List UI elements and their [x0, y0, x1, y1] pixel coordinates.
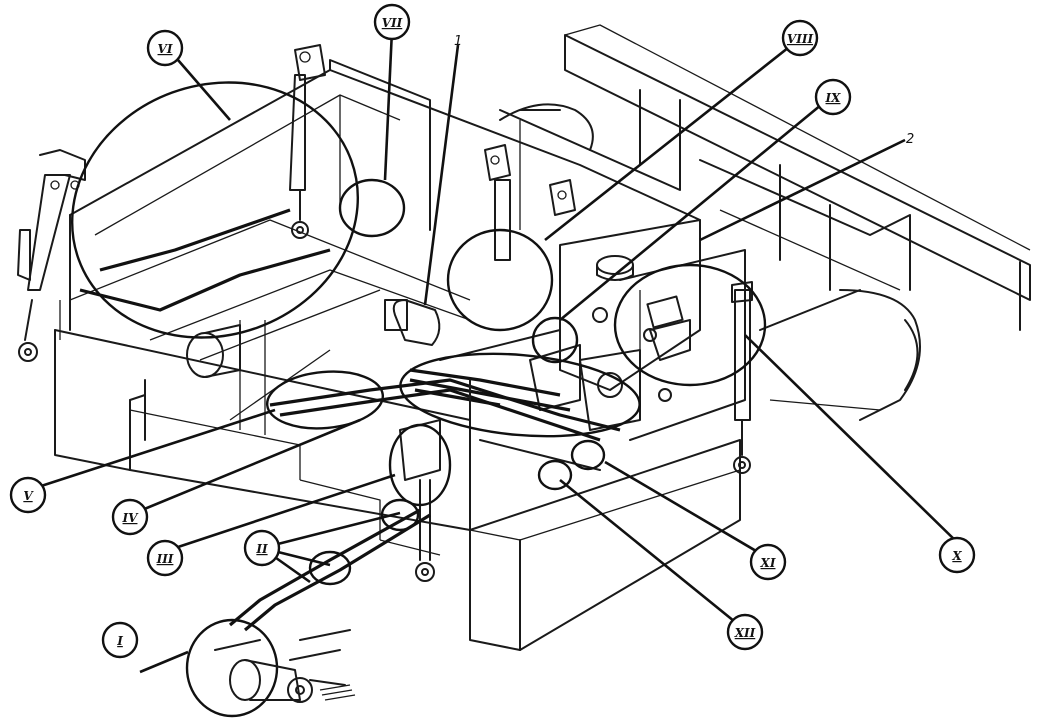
callout-vi-label: VI [158, 42, 173, 56]
detail-area-viii [446, 228, 554, 332]
detail-area-ix [531, 316, 579, 364]
callout-vii: VII [373, 3, 411, 41]
detail-i-part [214, 639, 356, 703]
callout-i: I [101, 621, 139, 659]
callout-v-label: V [23, 489, 34, 503]
callout-i-label: I [116, 634, 123, 648]
detail-area-iii [388, 423, 452, 507]
callout-vii-label: VII [382, 16, 403, 30]
callout-ii: II [243, 529, 281, 567]
detail-area-center [399, 352, 641, 438]
callout-x-label: X [951, 549, 962, 563]
callout-v: V [9, 476, 47, 514]
callout-iii: III [146, 539, 184, 577]
callout-iv-label: IV [122, 511, 140, 525]
actuators [17, 44, 576, 582]
callout-x: X [938, 536, 976, 574]
callout-xii-label: XII [734, 626, 756, 640]
detail-area-xi [570, 439, 606, 471]
machine-body [54, 59, 741, 651]
callout-viii-label: VIII [787, 32, 814, 46]
detail-area-vi [70, 81, 360, 339]
pipelines [79, 208, 621, 661]
callout-ix: IX [814, 78, 852, 116]
detail-regions [70, 81, 767, 718]
callout-xi: XI [749, 543, 787, 581]
detail-area-ii-a [380, 498, 420, 532]
callout-ii-label: II [255, 542, 268, 556]
callout-xii: XII [726, 613, 764, 651]
leader-lines [34, 29, 961, 674]
number-label-2: 2 [906, 132, 914, 147]
detail-area-v [265, 370, 385, 430]
detail-area-ii-b [308, 550, 352, 586]
callout-iii-label: III [156, 552, 174, 566]
callout-viii: VIII [781, 19, 819, 57]
callout-xi-label: XI [760, 556, 776, 570]
detail-area-xii [537, 459, 573, 491]
detail-area-i [185, 618, 279, 718]
detail-area-vii [338, 178, 406, 238]
number-label-1: 1 [454, 34, 462, 49]
callout-ix-label: IX [825, 91, 842, 105]
detail-area-x [613, 263, 767, 387]
callout-vi: VI [146, 29, 184, 67]
callout-iv: IV [111, 498, 149, 536]
